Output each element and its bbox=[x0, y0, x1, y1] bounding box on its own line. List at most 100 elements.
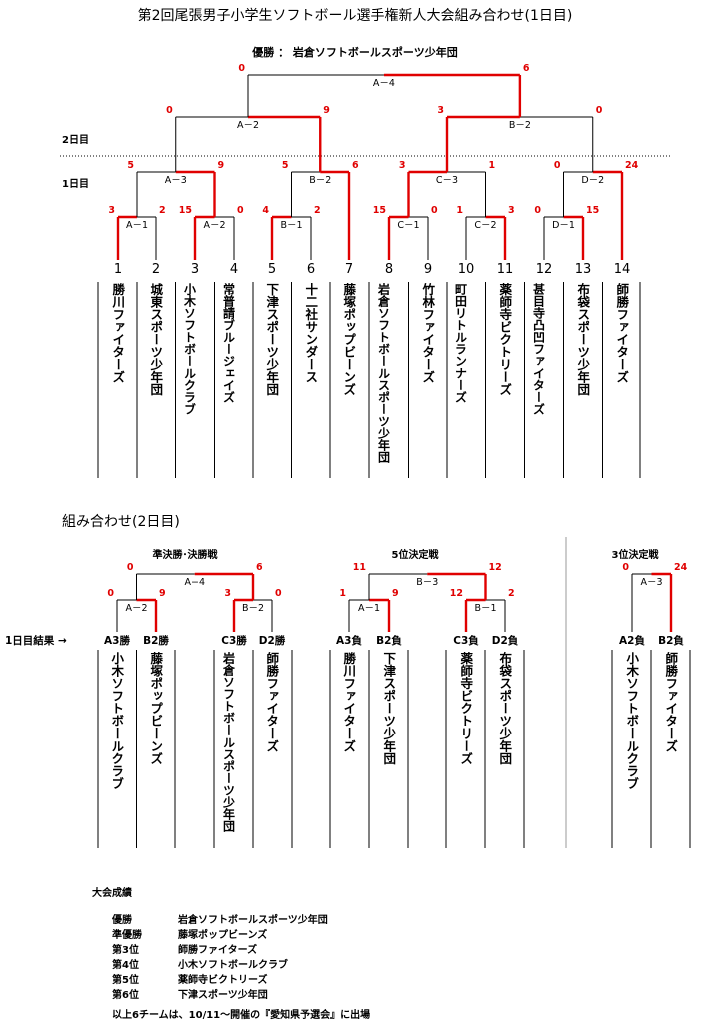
section-third-place: 3位決定戦 bbox=[611, 550, 659, 561]
score-left: 3 bbox=[437, 105, 444, 116]
score-right: 12 bbox=[489, 562, 502, 573]
team-number: 4 bbox=[229, 262, 239, 277]
score-left: 3 bbox=[108, 205, 115, 216]
slot-team-name: 布袋スポーツ少年団 bbox=[497, 652, 513, 765]
team-name: 藤塚ポップビーンズ bbox=[341, 283, 357, 396]
team-number: 14 bbox=[613, 262, 631, 277]
result-team: 師勝ファイターズ bbox=[178, 945, 258, 956]
score-left: 0 bbox=[107, 588, 114, 599]
team-name: 岩倉ソフトボールスポーツ少年団 bbox=[376, 283, 391, 463]
team-number: 1 bbox=[113, 262, 123, 277]
score-right: 0 bbox=[275, 588, 282, 599]
slot-team-name: 師勝ファイターズ bbox=[663, 652, 679, 752]
team-number: 3 bbox=[190, 262, 200, 277]
match-label: A－1 bbox=[126, 220, 148, 231]
score-left: 1 bbox=[339, 588, 346, 599]
day1-label: 1日目 bbox=[62, 179, 89, 190]
score-left: 15 bbox=[179, 205, 192, 216]
results-heading: 大会成績 bbox=[92, 888, 132, 899]
team-number: 12 bbox=[535, 262, 553, 277]
match-label: B－1 bbox=[474, 603, 496, 614]
team-name: 十二社サンダース bbox=[303, 283, 319, 383]
slot-label: D2勝 bbox=[258, 635, 286, 647]
score-left: 3 bbox=[399, 160, 406, 171]
result-rank: 優勝 bbox=[112, 915, 132, 926]
team-name: 下津スポーツ少年団 bbox=[264, 283, 280, 396]
slot-label: A3勝 bbox=[104, 635, 130, 647]
match-label: D－1 bbox=[552, 220, 575, 231]
section-semifinal: 準決勝･決勝戦 bbox=[152, 550, 218, 561]
team-name: 常普請ブルージェイズ bbox=[221, 283, 236, 403]
score-right: 3 bbox=[508, 205, 515, 216]
team-number: 10 bbox=[457, 262, 475, 277]
match-label: C－2 bbox=[474, 220, 496, 231]
result-team: 小木ソフトボールクラブ bbox=[178, 960, 288, 971]
score-left: 1 bbox=[456, 205, 463, 216]
slot-team-name: 藤塚ポップビーンズ bbox=[148, 652, 164, 765]
result-rank: 準優勝 bbox=[112, 930, 142, 941]
slot-team-name: 岩倉ソフトボールスポーツ少年団 bbox=[221, 652, 236, 832]
slot-label: B2負 bbox=[376, 635, 402, 647]
score-left: 5 bbox=[127, 160, 134, 171]
team-number: 2 bbox=[151, 262, 161, 277]
result-team: 薬師寺ビクトリーズ bbox=[178, 975, 268, 986]
score-right: 6 bbox=[352, 160, 359, 171]
slot-team-name: 薬師寺ビクトリーズ bbox=[458, 652, 474, 765]
score-right: 24 bbox=[674, 562, 688, 573]
slot-label: B2負 bbox=[658, 635, 684, 647]
score-right: 9 bbox=[392, 588, 399, 599]
score-right: 6 bbox=[523, 63, 530, 74]
score-right: 15 bbox=[586, 205, 599, 216]
score-right: 6 bbox=[256, 562, 263, 573]
team-number: 9 bbox=[423, 262, 433, 277]
match-label: C－3 bbox=[436, 175, 458, 186]
slot-label: C3勝 bbox=[221, 635, 247, 647]
score-right: 0 bbox=[431, 205, 438, 216]
score-left: 0 bbox=[534, 205, 541, 216]
slot-label: B2勝 bbox=[143, 635, 169, 647]
match-label: A－4 bbox=[373, 78, 395, 89]
result-team: 藤塚ポップビーンズ bbox=[178, 930, 268, 941]
result-row-label: 1日目結果 → bbox=[5, 635, 67, 647]
score-right: 9 bbox=[218, 160, 225, 171]
slot-team-name: 勝川ファイターズ bbox=[341, 652, 357, 752]
match-label: A－3 bbox=[640, 577, 662, 588]
section-fifth-place: 5位決定戦 bbox=[391, 550, 439, 561]
page-title: 第2回尾張男子小学生ソフトボール選手権新人大会組み合わせ(1日目) bbox=[137, 8, 573, 24]
team-name: 小木ソフトボールクラブ bbox=[182, 283, 197, 415]
day2-label: 2日目 bbox=[62, 135, 89, 146]
result-team: 下津スポーツ少年団 bbox=[178, 990, 268, 1001]
team-number: 6 bbox=[306, 262, 316, 277]
match-label: D－2 bbox=[581, 175, 604, 186]
team-name: 甚目寺凸凹ファイターズ bbox=[531, 283, 546, 415]
result-rank: 第6位 bbox=[112, 990, 139, 1001]
match-label: A－3 bbox=[165, 175, 187, 186]
match-label: A−4 bbox=[184, 577, 205, 588]
match-label: A－1 bbox=[358, 603, 380, 614]
score-left: 0 bbox=[127, 562, 134, 573]
match-label: B－2 bbox=[509, 120, 531, 131]
team-name: 薬師寺ビクトリーズ bbox=[497, 283, 513, 396]
score-right: 9 bbox=[323, 105, 330, 116]
match-label: A－2 bbox=[125, 603, 147, 614]
result-team: 岩倉ソフトボールスポーツ少年団 bbox=[178, 915, 328, 926]
score-left: 5 bbox=[282, 160, 289, 171]
score-right: 2 bbox=[159, 205, 166, 216]
score-right: 9 bbox=[159, 588, 166, 599]
slot-team-name: 小木ソフトボールクラブ bbox=[624, 652, 640, 790]
slot-label: D2負 bbox=[491, 635, 519, 647]
team-name: 布袋スポーツ少年団 bbox=[575, 283, 591, 396]
team-name: 城東スポーツ少年団 bbox=[148, 283, 164, 396]
score-right: 0 bbox=[596, 105, 603, 116]
score-right: 0 bbox=[237, 205, 244, 216]
score-left: 3 bbox=[224, 588, 231, 599]
team-number: 7 bbox=[344, 262, 354, 277]
score-right: 24 bbox=[625, 160, 639, 171]
match-label: B－3 bbox=[416, 577, 438, 588]
score-right: 2 bbox=[508, 588, 515, 599]
match-label: B－1 bbox=[280, 220, 302, 231]
team-name: 勝川ファイターズ bbox=[110, 283, 126, 383]
score-left: 0 bbox=[238, 63, 245, 74]
day2-subtitle: 組み合わせ(2日目) bbox=[62, 514, 180, 530]
